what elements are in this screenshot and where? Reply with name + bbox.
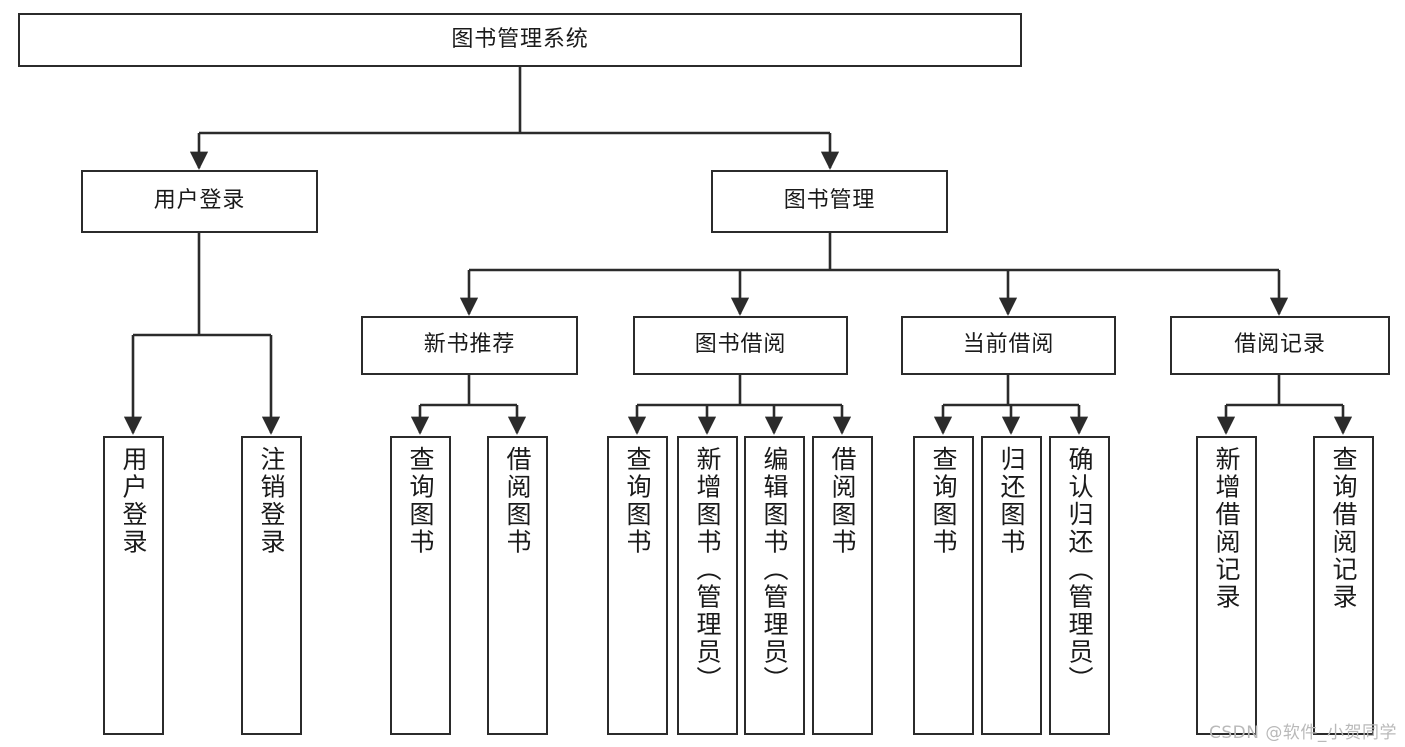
node-leaf-query-book-2[interactable]: 查询图书: [607, 436, 668, 735]
node-root-label: 图书管理系统: [451, 26, 589, 52]
node-leaf-logout[interactable]: 注销登录: [241, 436, 302, 735]
node-book-borrow-label: 图书借阅: [694, 332, 787, 358]
node-new-book-recommend[interactable]: 新书推荐: [361, 316, 578, 375]
node-leaf-confirm-return-label: 确认归还（管理员）: [1065, 446, 1094, 694]
node-leaf-confirm-return[interactable]: 确认归还（管理员）: [1049, 436, 1110, 735]
node-leaf-edit-book[interactable]: 编辑图书（管理员）: [744, 436, 805, 735]
node-leaf-query-record[interactable]: 查询借阅记录: [1313, 436, 1374, 735]
node-user-login[interactable]: 用户登录: [81, 170, 318, 233]
node-current-borrow-label: 当前借阅: [962, 332, 1055, 358]
node-root[interactable]: 图书管理系统: [18, 13, 1022, 67]
node-leaf-query-book-3[interactable]: 查询图书: [913, 436, 974, 735]
node-leaf-edit-book-label: 编辑图书（管理员）: [760, 446, 789, 694]
node-book-manage[interactable]: 图书管理: [711, 170, 948, 233]
node-leaf-add-book-label: 新增图书（管理员）: [693, 446, 722, 694]
node-leaf-return-book-label: 归还图书: [997, 446, 1026, 556]
node-leaf-return-book[interactable]: 归还图书: [981, 436, 1042, 735]
node-book-manage-label: 图书管理: [783, 188, 876, 214]
node-leaf-query-book-1-label: 查询图书: [406, 446, 435, 556]
node-leaf-borrow-book-1-label: 借阅图书: [503, 446, 532, 556]
node-current-borrow[interactable]: 当前借阅: [901, 316, 1116, 375]
node-leaf-query-book-2-label: 查询图书: [623, 446, 652, 556]
node-leaf-add-book[interactable]: 新增图书（管理员）: [677, 436, 738, 735]
node-borrow-record-label: 借阅记录: [1234, 332, 1326, 358]
node-leaf-borrow-book-2[interactable]: 借阅图书: [812, 436, 873, 735]
node-leaf-logout-label: 注销登录: [257, 446, 286, 556]
node-leaf-add-record[interactable]: 新增借阅记录: [1196, 436, 1257, 735]
node-leaf-query-book-1[interactable]: 查询图书: [390, 436, 451, 735]
node-leaf-add-record-label: 新增借阅记录: [1212, 446, 1241, 611]
node-leaf-query-book-3-label: 查询图书: [929, 446, 958, 556]
node-user-login-label: 用户登录: [153, 188, 246, 214]
node-borrow-record[interactable]: 借阅记录: [1170, 316, 1390, 375]
node-leaf-query-record-label: 查询借阅记录: [1329, 446, 1358, 611]
node-new-book-recommend-label: 新书推荐: [423, 332, 516, 358]
node-leaf-borrow-book-1[interactable]: 借阅图书: [487, 436, 548, 735]
node-book-borrow[interactable]: 图书借阅: [633, 316, 848, 375]
node-leaf-user-login-label: 用户登录: [119, 446, 148, 556]
node-leaf-user-login[interactable]: 用户登录: [103, 436, 164, 735]
node-leaf-borrow-book-2-label: 借阅图书: [828, 446, 857, 556]
